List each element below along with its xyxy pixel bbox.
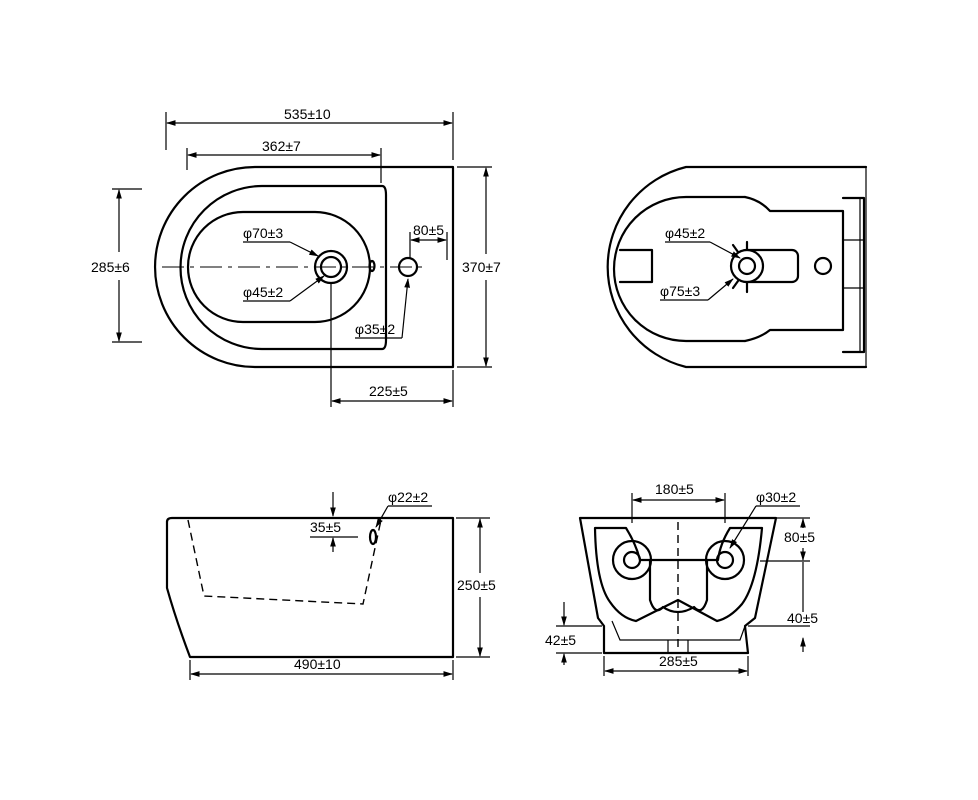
- dim-back-drain-height: 40±5: [787, 610, 818, 626]
- side-view: φ22±2 35±5 250±5 490±10: [165, 489, 496, 680]
- bottom-view-pipe-stub: [618, 248, 654, 284]
- back-view-fixing-hole-left-inner: [622, 550, 642, 570]
- top-view-outer-outline: [153, 165, 455, 369]
- bottom-view-outer-outline: [606, 165, 868, 369]
- dim-rim-to-tap: 362±7: [262, 138, 301, 154]
- dim-side-length: 490±10: [294, 656, 341, 672]
- dim-side-overflow-height: 35±5: [310, 519, 341, 535]
- dim-back-base-width: 285±5: [659, 653, 698, 669]
- dim-overall-length: 535±10: [284, 106, 331, 122]
- top-view-rim-outline: [179, 184, 388, 351]
- side-view-hidden-bowl: [187, 519, 382, 605]
- dim-back-foot-height: 42±5: [545, 632, 576, 648]
- back-view-inner-contour: [593, 526, 764, 623]
- bottom-view-tap-hole: [813, 256, 833, 276]
- bottom-view-inner-outline: [612, 195, 747, 343]
- bottom-view-back-plate: [841, 196, 866, 354]
- back-view-fixing-hole-left: [611, 539, 653, 581]
- dim-drain-outer: φ70±3: [243, 225, 283, 241]
- bottom-view-inlet: [737, 256, 757, 276]
- dim-back-fixing-hole: φ30±2: [756, 489, 796, 505]
- dim-drain-inner: φ45±2: [243, 284, 283, 300]
- dim-side-overflow-hole: φ22±2: [388, 489, 428, 505]
- bottom-view-outlet: [729, 248, 765, 284]
- dim-back-fixing-centres: 180±5: [655, 481, 694, 497]
- dim-bottom-outlet: φ75±3: [660, 283, 700, 299]
- top-view: 535±10 362±7 285±6 370±7 80±5 φ70±3 φ45±…: [91, 106, 501, 407]
- dim-drain-to-back: 225±5: [369, 383, 408, 399]
- dim-inner-width: 285±6: [91, 259, 130, 275]
- back-view-fixing-hole-right-inner: [715, 550, 735, 570]
- dim-bottom-inlet: φ45±2: [665, 225, 705, 241]
- dim-tap-offset: 80±5: [413, 222, 444, 238]
- dim-back-fixing-height: 80±5: [784, 529, 815, 545]
- bottom-view-flange: [743, 195, 845, 343]
- side-view-outline: [165, 516, 455, 659]
- top-view-overflow-slot: [368, 259, 376, 273]
- back-view-bowl-core: [648, 558, 709, 614]
- dim-side-height: 250±5: [457, 577, 496, 593]
- back-view-outline: [578, 516, 778, 655]
- side-view-overflow-hole: [368, 528, 378, 546]
- dim-overall-width: 370±7: [462, 259, 501, 275]
- back-view-fixing-hole-right: [704, 539, 746, 581]
- dim-tap-hole: φ35±2: [355, 321, 395, 337]
- bottom-view: φ45±2 φ75±3: [606, 165, 868, 369]
- back-view: 180±5 φ30±2 80±5 40±5 42±5 285±5: [545, 481, 818, 676]
